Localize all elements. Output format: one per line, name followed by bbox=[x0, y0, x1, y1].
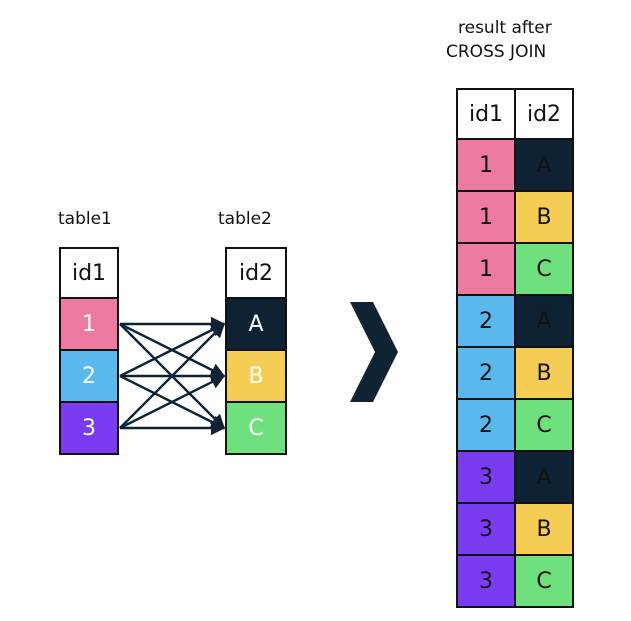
result-cell-id1: 1 bbox=[456, 190, 516, 244]
result-cell-id2: C bbox=[514, 554, 574, 608]
result-cell-id2: A bbox=[514, 294, 574, 348]
join-arrow bbox=[119, 322, 226, 378]
result-label-line2: CROSS JOIN bbox=[446, 42, 547, 62]
result-cell-id1: 2 bbox=[456, 346, 516, 400]
table2: id2 A B C bbox=[225, 247, 287, 457]
result-cell-id2: B bbox=[514, 190, 574, 244]
result-cell-id2: A bbox=[514, 138, 574, 192]
result-cell-id1: 3 bbox=[456, 450, 516, 504]
result-header-id2: id2 bbox=[514, 88, 574, 140]
table2-label: table2 bbox=[218, 209, 272, 229]
table1-label: table1 bbox=[58, 209, 112, 229]
result-cell-id1: 3 bbox=[456, 502, 516, 556]
table2-header: id2 bbox=[225, 247, 287, 299]
result-header-id1: id1 bbox=[456, 88, 516, 140]
result-cell-id2: C bbox=[514, 398, 574, 452]
result-cell-id2: B bbox=[514, 346, 574, 400]
join-arrow bbox=[119, 322, 226, 429]
result-cell-id1: 1 bbox=[456, 138, 516, 192]
result-cell-id2: C bbox=[514, 242, 574, 296]
result-cell-id1: 2 bbox=[456, 294, 516, 348]
table2-row: B bbox=[225, 349, 287, 403]
table2-row: C bbox=[225, 401, 287, 455]
join-arrow bbox=[119, 374, 226, 430]
table1-header: id1 bbox=[59, 247, 119, 299]
table1-row: 1 bbox=[59, 297, 119, 351]
result-cell-id2: B bbox=[514, 502, 574, 556]
table1-row: 2 bbox=[59, 349, 119, 403]
result-cell-id1: 3 bbox=[456, 554, 516, 608]
result-label-line1: result after bbox=[458, 18, 552, 38]
table1: id1 1 2 3 bbox=[59, 247, 119, 457]
table1-row: 3 bbox=[59, 401, 119, 455]
result-cell-id1: 2 bbox=[456, 398, 516, 452]
result-cell-id1: 1 bbox=[456, 242, 516, 296]
table2-row: A bbox=[225, 297, 287, 351]
result-cell-id2: A bbox=[514, 450, 574, 504]
